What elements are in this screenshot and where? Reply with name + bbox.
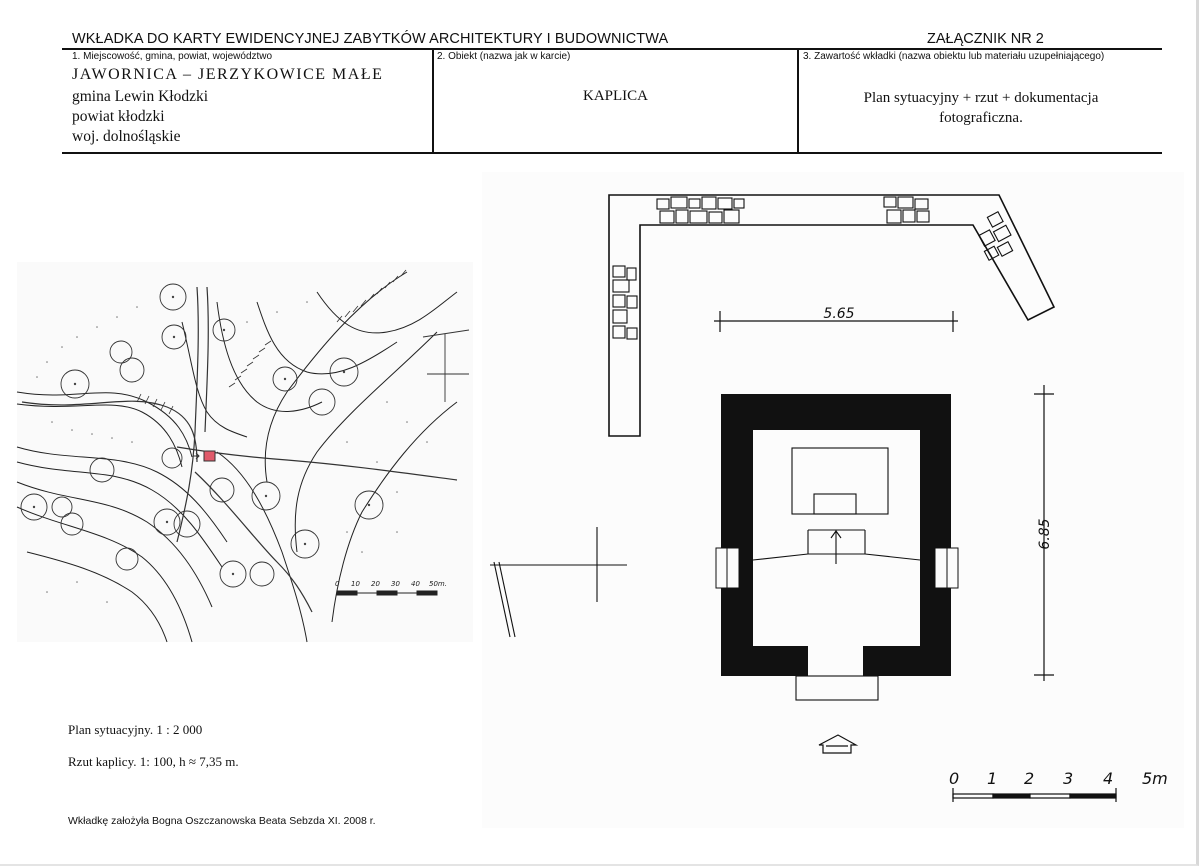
object-field-label: 2. Obiekt (nazwa jak w karcie) xyxy=(437,51,571,62)
contents-line-2: fotograficzna. xyxy=(939,110,1023,126)
scale-tick-label: 10 xyxy=(351,580,360,588)
plan-scale-bar xyxy=(952,788,1117,802)
site-scale-labels: 0 10 20 30 40 50m. xyxy=(335,580,447,588)
site-scale-bar xyxy=(336,590,438,596)
altar xyxy=(791,447,889,515)
scale-tick-label: 2 xyxy=(1024,769,1034,788)
north-arrow-plan xyxy=(490,527,627,638)
scale-tick-label: 20 xyxy=(371,580,380,588)
contents-description: Plan sytuacyjny + rzut + dokumentacja fo… xyxy=(800,88,1162,128)
gmina: gmina Lewin Kłodzki xyxy=(72,88,209,105)
scale-tick-label: 0 xyxy=(335,580,340,588)
stipple-dots xyxy=(36,301,428,603)
slope-hatching xyxy=(136,269,407,415)
altar-step xyxy=(813,493,857,515)
width-dimension-label: 5.65 xyxy=(823,306,854,322)
height-dimension-label: 6.85 xyxy=(1037,518,1053,549)
site-plan-map: 0 10 20 30 40 50m. xyxy=(16,269,470,643)
tree-dots xyxy=(32,295,371,576)
chapel-floor-plan: 5.65 6.85 0 1 2 3 4 5m xyxy=(490,194,1168,802)
entrance-step xyxy=(795,675,879,701)
chapel-location-marker xyxy=(203,450,216,462)
powiat: powiat kłodzki xyxy=(72,108,165,125)
place-name: JAWORNICA – JERZYKOWICE MAŁE xyxy=(72,66,384,83)
object-name: KAPLICA xyxy=(582,88,648,104)
scale-tick-label: 4 xyxy=(1103,769,1113,788)
stone-blocks xyxy=(612,196,1014,340)
height-dimension xyxy=(1034,385,1054,681)
location-field-label: 1. Miejscowość, gmina, powiat, województ… xyxy=(72,51,273,62)
scale-tick-label: 30 xyxy=(391,580,400,588)
scale-tick-label: 1 xyxy=(987,769,997,788)
chapel-plan-scale-note: Rzut kaplicy. 1: 100, h ≈ 7,35 m. xyxy=(68,754,239,769)
contents-line-1: Plan sytuacyjny + rzut + dokumentacja xyxy=(863,90,1099,106)
wojewodztwo: woj. dolnośląskie xyxy=(72,128,181,145)
width-dimension xyxy=(714,311,958,332)
scale-tick-label: 50m. xyxy=(429,580,447,588)
plan-scale-labels: 0 1 2 3 4 5m xyxy=(949,769,1168,788)
chapel-interior xyxy=(752,447,921,701)
scale-tick-label: 5m xyxy=(1142,769,1168,788)
scale-tick-label: 0 xyxy=(949,769,959,788)
header-top-rule xyxy=(62,48,1162,50)
scale-tick-label: 3 xyxy=(1063,769,1073,788)
annex-number: ZAŁĄCZNIK NR 2 xyxy=(927,31,1044,47)
stone-wall-outline xyxy=(608,194,1056,437)
scale-tick-label: 40 xyxy=(411,580,420,588)
footer-author: Wkładkę założyła Bogna Oszczanowska Beat… xyxy=(68,815,376,827)
contour-lines xyxy=(16,271,458,643)
floor-plan-area xyxy=(482,172,1184,828)
trees xyxy=(20,283,384,588)
column-divider-1 xyxy=(432,49,434,153)
north-arrow xyxy=(422,329,470,402)
roads xyxy=(21,286,458,613)
contents-field-label: 3. Zawartość wkładki (nazwa obiektu lub … xyxy=(803,51,1105,62)
chapel-walls xyxy=(715,394,959,676)
column-divider-2 xyxy=(797,49,799,153)
marker-arrow xyxy=(193,452,200,460)
site-plan-scale-note: Plan sytuacyjny. 1 : 2 000 xyxy=(68,722,203,737)
header-bottom-rule xyxy=(62,152,1162,154)
entrance-arrow-icon xyxy=(818,734,859,754)
document-title: WKŁADKA DO KARTY EWIDENCYJNEJ ZABYTKÓW A… xyxy=(72,31,669,47)
